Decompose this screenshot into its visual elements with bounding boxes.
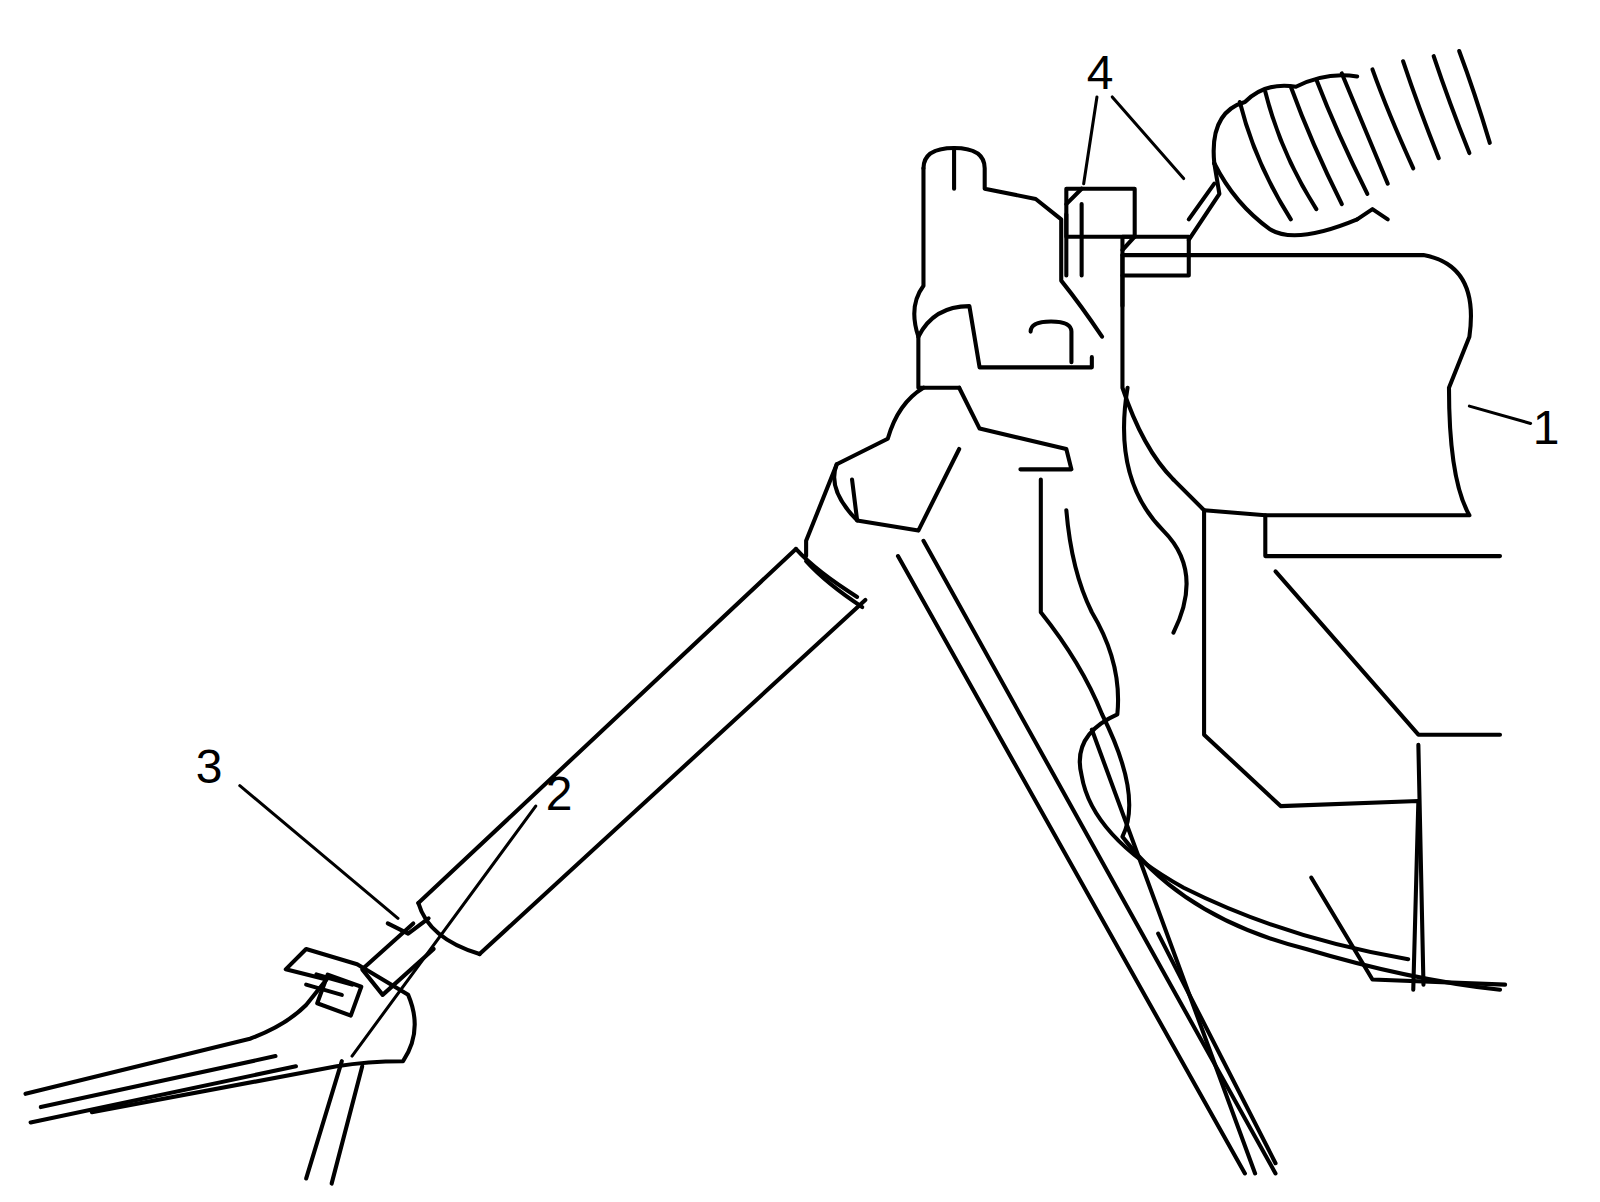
callout-number: 3 — [196, 743, 223, 791]
callout-number: 1 — [1533, 404, 1560, 452]
callout-number: 2 — [546, 770, 573, 818]
callout-number: 4 — [1087, 49, 1114, 97]
